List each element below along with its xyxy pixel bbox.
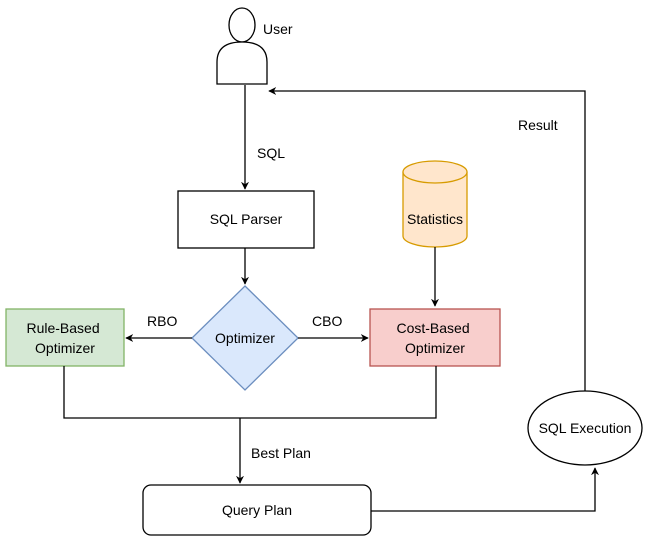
cost-based-optimizer-box [369,308,501,367]
sql-parser-box [177,190,315,249]
edge-optimizers-merge [63,366,437,419]
edge-query-plan-to-execution [371,467,599,512]
sql-parser-label: SQL Parser [210,211,283,227]
user-icon [216,7,268,85]
cost-based-optimizer-line2: Optimizer [405,340,465,356]
statistics-label: Statistics [407,211,463,227]
query-plan-label: Query Plan [222,502,292,518]
rule-based-optimizer-line2: Optimizer [35,340,95,356]
optimizer-diamond [191,285,299,391]
edge-label-result: Result [518,117,558,133]
edge-label-best-plan: Best Plan [251,445,311,461]
optimizer-label: Optimizer [215,330,275,346]
cost-based-optimizer-line1: Cost-Based [396,320,469,336]
edge-label-rbo: RBO [147,313,177,329]
edge-execution-to-user [268,87,586,391]
query-plan-box [142,484,372,536]
user-label: User [263,21,293,37]
sql-execution-label: SQL Execution [539,420,632,436]
statistics-cylinder [402,160,468,248]
rule-based-optimizer-line1: Rule-Based [26,320,99,336]
edge-label-cbo: CBO [312,313,342,329]
rule-based-optimizer-box [5,308,125,367]
cost-based-optimizer-label: Cost-Based Optimizer [396,320,473,356]
edge-label-sql: SQL [257,145,285,161]
rule-based-optimizer-label: Rule-Based Optimizer [26,320,103,356]
